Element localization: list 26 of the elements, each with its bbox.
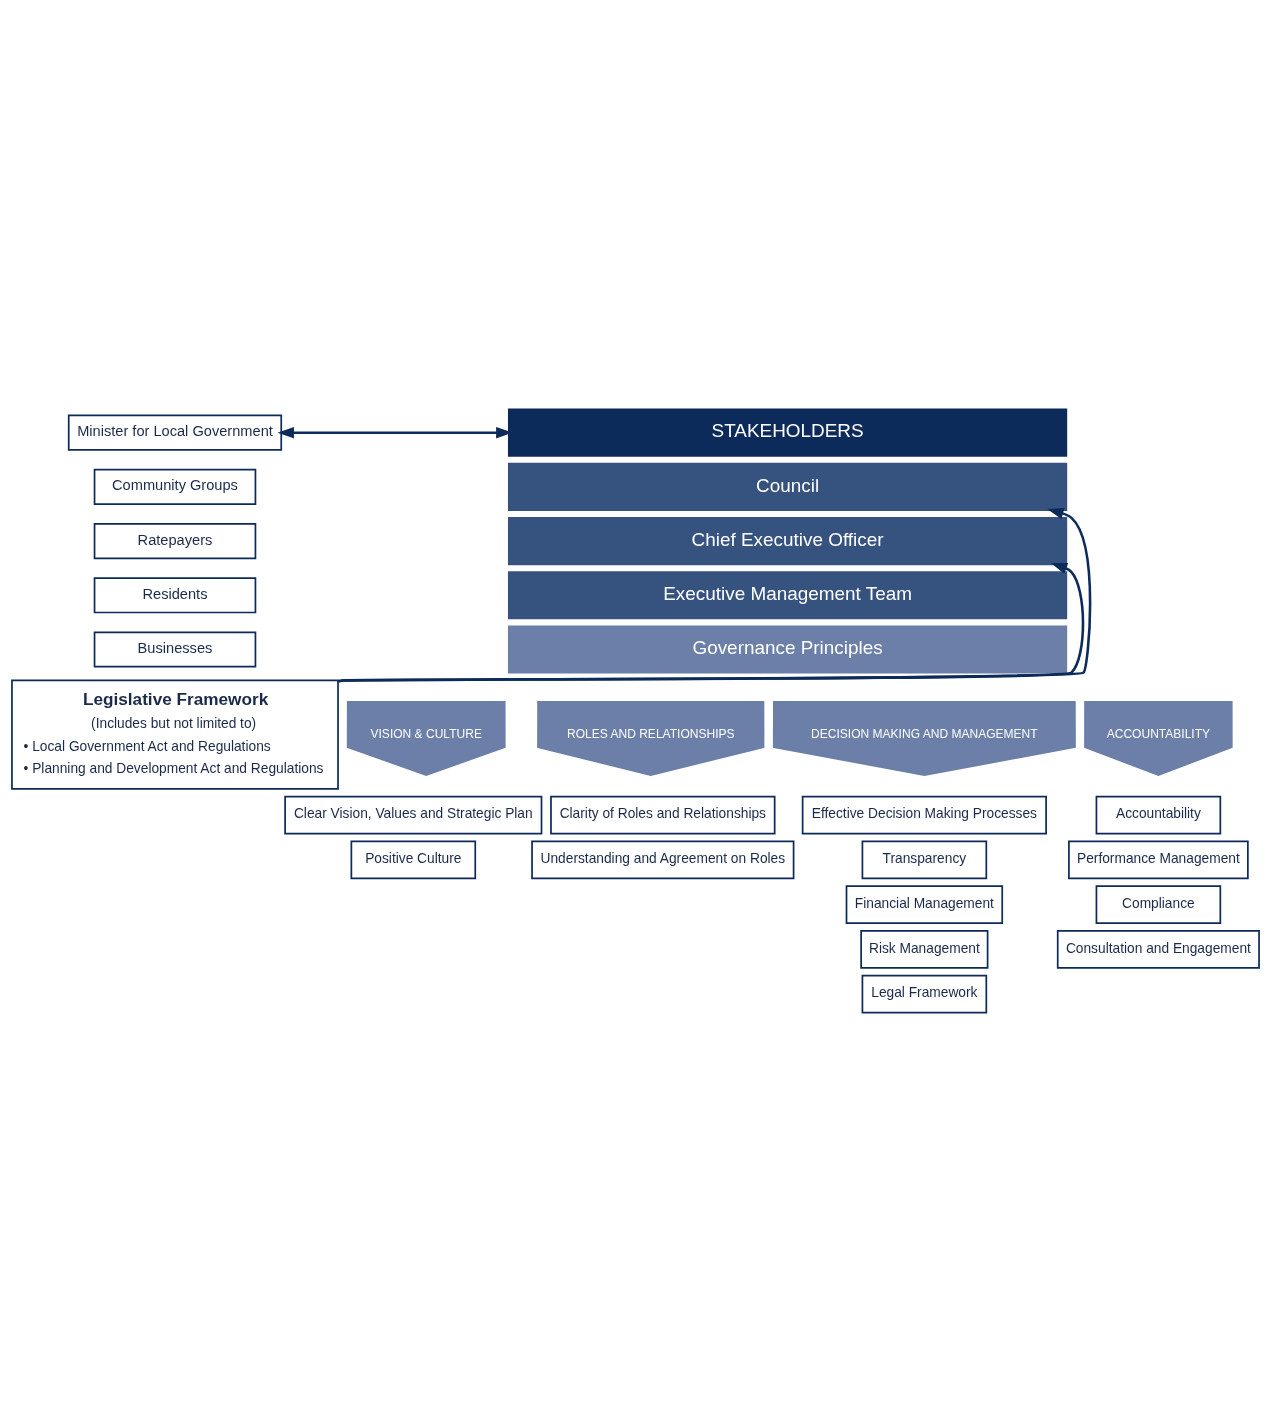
node-box: Clear Vision, Values and Strategic Plan: [284, 795, 543, 834]
arrow: [338, 562, 1085, 682]
node-box: Ratepayers: [93, 522, 257, 559]
node-box: Council: [507, 462, 1068, 511]
node-box: Risk Management: [860, 929, 989, 969]
node-box: Governance Principles: [507, 624, 1068, 674]
node-box: Chief Executive Officer: [507, 516, 1068, 565]
node-box: Consultation and Engagement: [1056, 929, 1260, 969]
node-box: Community Groups: [93, 468, 257, 505]
node-box: Transparency: [861, 840, 988, 879]
node-box: Understanding and Agreement on Roles: [531, 840, 795, 879]
node-box: Positive Culture: [350, 840, 477, 879]
node-box: Legislative Framework (Includes but not limited to) • Local Government Act and Regulations • Planning and Development Act and Regulations: [11, 679, 339, 790]
node-box: Residents: [93, 576, 257, 613]
node-box: Executive Management Team: [507, 570, 1068, 619]
node-box: Performance Management: [1068, 840, 1249, 879]
node-box: Accountability: [1095, 795, 1222, 834]
arrow: [338, 507, 1092, 682]
node-box: Legal Framework: [861, 974, 988, 1013]
node-box: Clarity of Roles and Relationships: [550, 795, 776, 834]
node-box: STAKEHOLDERS: [507, 408, 1068, 457]
node-box: Minister for Local Government: [67, 414, 283, 451]
node-box: Compliance: [1095, 884, 1222, 924]
node-box: Businesses: [93, 630, 257, 668]
node-box: Financial Management: [845, 884, 1004, 924]
node-box: Effective Decision Making Processes: [801, 795, 1047, 834]
